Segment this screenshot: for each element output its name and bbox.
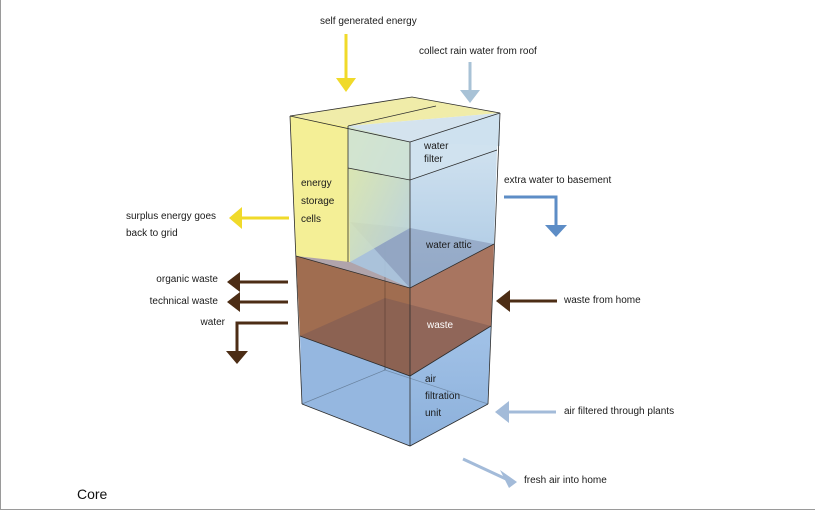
label-air-filtered: air filtered through plants	[564, 406, 675, 417]
label-organic-waste: organic waste	[156, 274, 218, 285]
figure-title: Core	[77, 486, 108, 502]
label-surplus-energy-line2: back to grid	[126, 228, 178, 239]
air-filtered-arrow	[495, 401, 556, 423]
label-water-filter: water filter	[424, 140, 448, 166]
label-energy: energy	[301, 178, 332, 189]
label-unit: unit	[425, 408, 442, 419]
label-self-generated-energy: self generated energy	[320, 16, 417, 27]
label-waste: waste	[427, 320, 454, 331]
self-energy-arrow	[336, 34, 356, 92]
surplus-energy-arrow	[229, 207, 289, 229]
extra-water-arrow	[504, 195, 567, 237]
label-water-out: water	[200, 317, 225, 328]
rain-water-arrow	[460, 62, 480, 103]
label-air: air	[425, 374, 437, 385]
water-out-arrow	[226, 321, 288, 364]
core-outline	[289, 96, 501, 447]
label-water-filter-line1: water	[424, 141, 449, 152]
label-filtration: filtration	[425, 391, 461, 402]
label-technical-waste: technical waste	[149, 296, 218, 307]
label-water-attic: water attic	[426, 240, 472, 251]
technical-waste-arrow	[227, 292, 288, 312]
water-filter-block	[290, 97, 500, 180]
label-water-filter-line2: filter	[424, 154, 443, 165]
label-extra-water: extra water to basement	[504, 175, 612, 186]
label-collect-rain-water: collect rain water from roof	[419, 46, 537, 57]
label-waste-from-home: waste from home	[564, 295, 641, 306]
organic-waste-arrow	[227, 272, 288, 292]
label-storage: storage	[301, 196, 335, 207]
fresh-air-arrow	[462, 457, 517, 488]
label-surplus-energy-line1: surplus energy goes	[126, 211, 217, 222]
label-cells: cells	[301, 214, 322, 225]
label-fresh-air: fresh air into home	[524, 475, 607, 486]
waste-from-home-arrow	[496, 290, 557, 312]
